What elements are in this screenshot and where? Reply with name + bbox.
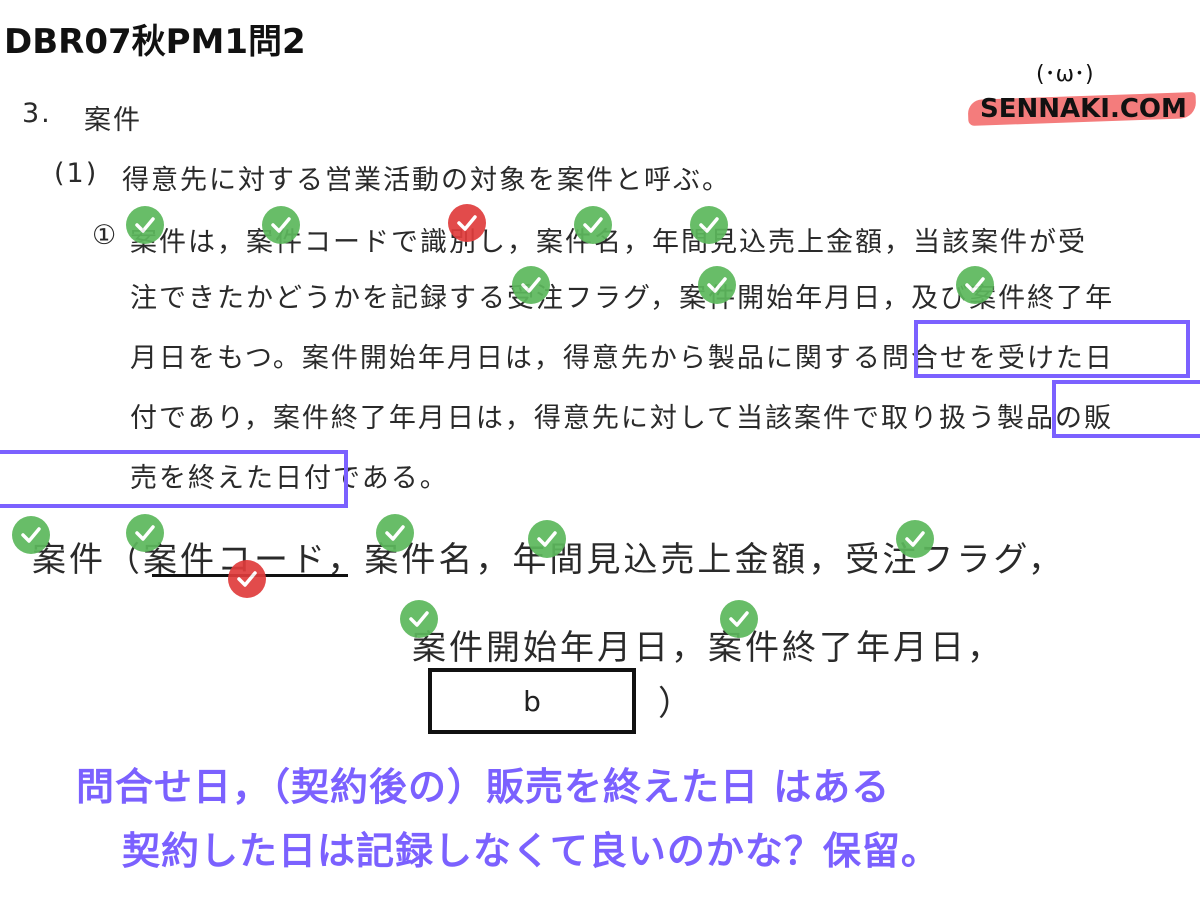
check-icon [400, 600, 438, 638]
document-line: 月日をもつ。案件開始年月日は，得意先から製品に関する問合せを受けた日 [130, 343, 1114, 374]
check-icon [448, 204, 486, 242]
logo-text: SENNAKI.COM [980, 94, 1187, 124]
check-icon [262, 206, 300, 244]
highlight-box-inquiry-date [914, 320, 1190, 378]
check-icon [690, 206, 728, 244]
check-icon [896, 520, 934, 558]
item-text: 得意先に対する営業活動の対象を案件と呼ぶ。 [122, 165, 731, 196]
check-icon [956, 266, 994, 304]
check-icon [126, 514, 164, 552]
check-icon [12, 516, 50, 554]
logo-face: (･ω･) [1036, 62, 1094, 87]
document-line: 付であり，案件終了年月日は，得意先に対して当該案件で取り扱う製品の販 [130, 403, 1114, 434]
highlight-box-sales-end-date [0, 450, 348, 508]
check-icon [376, 514, 414, 552]
entity-definition-line2: 案件開始年月日，案件終了年月日， [412, 628, 1004, 668]
item-number: (1) [54, 158, 99, 189]
document-line: 注できたかどうかを記録する受注フラグ，案件開始年月日，及び案件終了年 [130, 283, 1115, 314]
section-number: 3. [22, 98, 52, 129]
highlight-box-product-sales [1052, 380, 1200, 438]
document-line: 売を終えた日付である。 [130, 463, 449, 494]
entity-closing-paren: ） [658, 684, 692, 724]
check-icon [126, 206, 164, 244]
check-icon [528, 520, 566, 558]
sub-item-number: ① [92, 220, 119, 251]
check-icon [720, 600, 758, 638]
page-title: DBR07秋PM1問2 [4, 22, 306, 62]
section-title: 案件 [84, 105, 142, 136]
check-icon [574, 206, 612, 244]
comment-line1: 問合せ日，（契約後の）販売を終えた日 はある [76, 765, 891, 809]
check-icon [698, 266, 736, 304]
blank-answer-box: b [428, 668, 636, 734]
check-icon [512, 266, 550, 304]
comment-line2: 契約した日は記録しなくて良いのかな？保留。 [122, 829, 940, 873]
check-icon [228, 560, 266, 598]
